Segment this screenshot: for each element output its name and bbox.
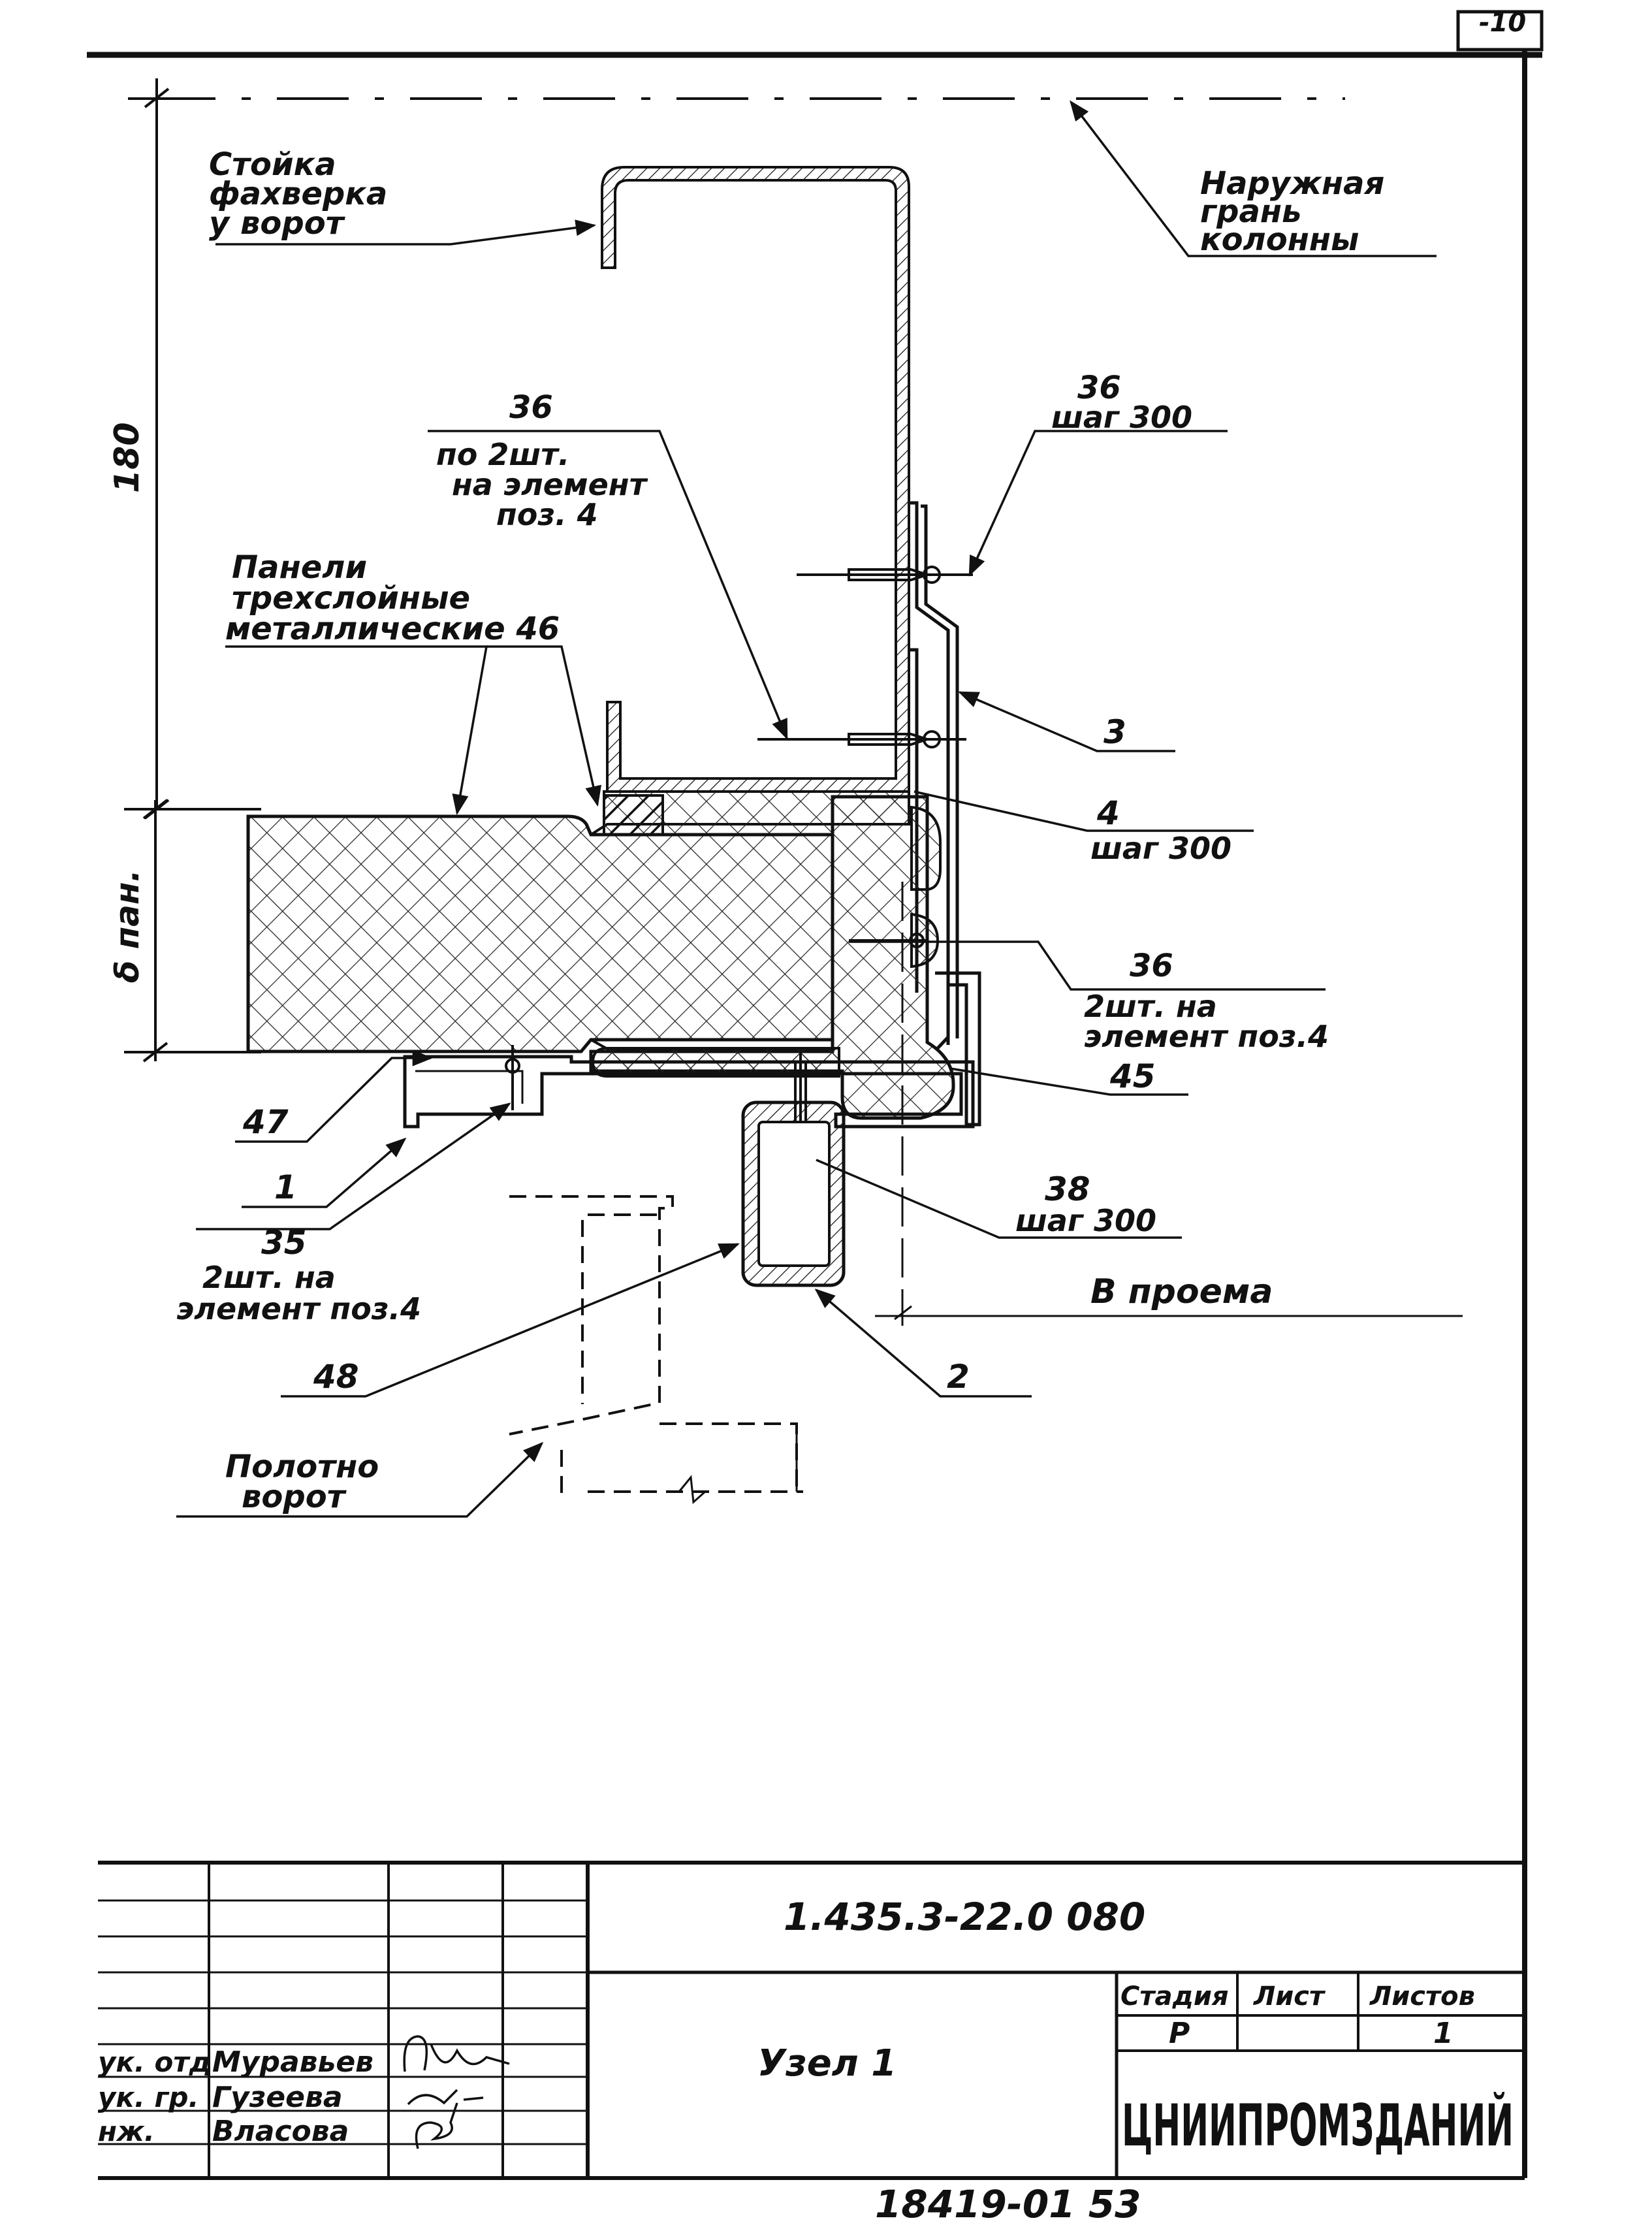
svg-text:Полотно: Полотно	[225, 1449, 379, 1485]
svg-text:фахверка: фахверка	[209, 176, 387, 212]
face-cushion	[910, 805, 942, 891]
svg-text:Власова: Власова	[212, 2115, 349, 2148]
svg-text:ук. отд: ук. отд	[98, 2046, 212, 2078]
svg-text:на элемент: на элемент	[452, 467, 648, 502]
svg-text:шаг 300: шаг 300	[1015, 1203, 1156, 1238]
leader-lines	[176, 100, 1437, 1518]
label-36-mid: 36 2шт. на элемент поз.4	[1084, 948, 1329, 1054]
label-47: 47	[242, 1103, 289, 1141]
svg-text:2шт. на: 2шт. на	[1084, 989, 1217, 1024]
organization-name: ЦНИИПРОМЗДАНИЙ	[1122, 2092, 1514, 2159]
svg-text:элемент поз.4: элемент поз.4	[1084, 1019, 1329, 1054]
label-1: 1	[274, 1168, 297, 1206]
sealant-wedge	[603, 794, 664, 836]
sheet-frame	[87, 10, 1544, 2178]
opening-edge-line	[875, 882, 1463, 1326]
gate-seal-48	[741, 1100, 846, 1287]
label-35: 35 2шт. на элемент поз.4	[176, 1224, 421, 1326]
column-c-profile	[601, 166, 910, 793]
screw-upper	[797, 566, 973, 584]
svg-text:у ворот: у ворот	[209, 205, 346, 242]
rivet-35	[505, 1045, 520, 1110]
screw-face	[849, 933, 927, 948]
corner-mark: -10	[1479, 8, 1526, 38]
col-sheet-header: Лист	[1253, 1981, 1326, 2012]
svg-text:38: 38	[1045, 1170, 1090, 1208]
label-36-right: 36 шаг 300	[1051, 370, 1192, 435]
svg-text:поз. 4: поз. 4	[496, 497, 598, 532]
gate-leaf-break	[678, 1475, 706, 1505]
svg-text:нж.: нж.	[98, 2115, 155, 2147]
footer-number: 18419-01 53	[875, 2182, 1141, 2226]
label-v-proema: В проема	[1090, 1272, 1273, 1311]
svg-text:36: 36	[1130, 948, 1173, 984]
svg-text:Наружная: Наружная	[1200, 165, 1384, 202]
handwritten-signatures	[403, 2035, 510, 2149]
label-4: 4 шаг 300	[1090, 794, 1231, 866]
screw-middle	[757, 730, 966, 748]
svg-text:трехслойные: трехслойные	[232, 580, 470, 617]
svg-text:металлические 46: металлические 46	[225, 611, 560, 647]
label-38: 38 шаг 300	[1015, 1170, 1156, 1238]
label-paneli: Панели трехслойные металлические 46	[225, 549, 560, 647]
label-45: 45	[1109, 1057, 1156, 1095]
svg-text:элемент поз.4: элемент поз.4	[176, 1291, 421, 1326]
sandwich-panel	[246, 814, 834, 1053]
title-block-grid	[98, 1861, 1525, 2180]
col-sheets-header: Листов	[1369, 1981, 1475, 2012]
label-polotno-vorot: Полотно ворот	[225, 1449, 379, 1515]
label-2: 2	[947, 1358, 970, 1396]
sheets-total-value: 1	[1433, 2017, 1453, 2050]
svg-text:Панели: Панели	[232, 549, 367, 586]
step-profile	[415, 1070, 524, 1104]
svg-text:грань: грань	[1200, 193, 1301, 230]
svg-text:ворот: ворот	[242, 1479, 347, 1515]
svg-text:4: 4	[1096, 794, 1120, 832]
bent-sheet-profile-1	[403, 1055, 975, 1129]
svg-text:35: 35	[261, 1224, 307, 1262]
document-code: 1.435.3-22.0 080	[784, 1895, 1145, 1939]
label-48: 48	[313, 1358, 359, 1396]
svg-text:Муравьев: Муравьев	[212, 2045, 373, 2079]
label-36-left: 36 по 2шт. на элемент поз. 4	[436, 389, 648, 532]
col-stage-header: Стадия	[1120, 1981, 1229, 2012]
svg-text:по 2шт.: по 2шт.	[436, 437, 569, 472]
dimension-panel-thickness	[124, 799, 261, 1063]
channel-element-4	[935, 971, 981, 1127]
staff-rows: ук. отд Муравьев ук. гр. Гузеева нж. Вла…	[98, 2045, 373, 2148]
svg-text:Стойка: Стойка	[209, 146, 336, 183]
drawing-title: Узел 1	[757, 2042, 897, 2085]
svg-text:36: 36	[1077, 370, 1121, 406]
gate-leaf-dashed	[509, 1195, 803, 1496]
svg-text:2шт. на: 2шт. на	[202, 1260, 336, 1295]
svg-text:шаг 300: шаг 300	[1090, 831, 1231, 866]
dimension-180-label: 180	[108, 422, 147, 493]
svg-text:ук. гр.: ук. гр.	[98, 2081, 199, 2113]
stage-value: Р	[1169, 2017, 1190, 2050]
svg-text:колонны: колонны	[1200, 221, 1359, 258]
svg-text:36: 36	[509, 389, 553, 426]
label-3: 3	[1104, 713, 1126, 751]
dimension-panel-thickness-label: δ пан.	[108, 869, 146, 983]
label-naruzhnaya-gran: Наружная грань колонны	[1200, 165, 1384, 258]
label-stoyka: Стойка фахверка у ворот	[209, 146, 387, 242]
svg-text:Гузеева: Гузеева	[212, 2081, 343, 2114]
svg-text:шаг 300: шаг 300	[1051, 400, 1192, 435]
